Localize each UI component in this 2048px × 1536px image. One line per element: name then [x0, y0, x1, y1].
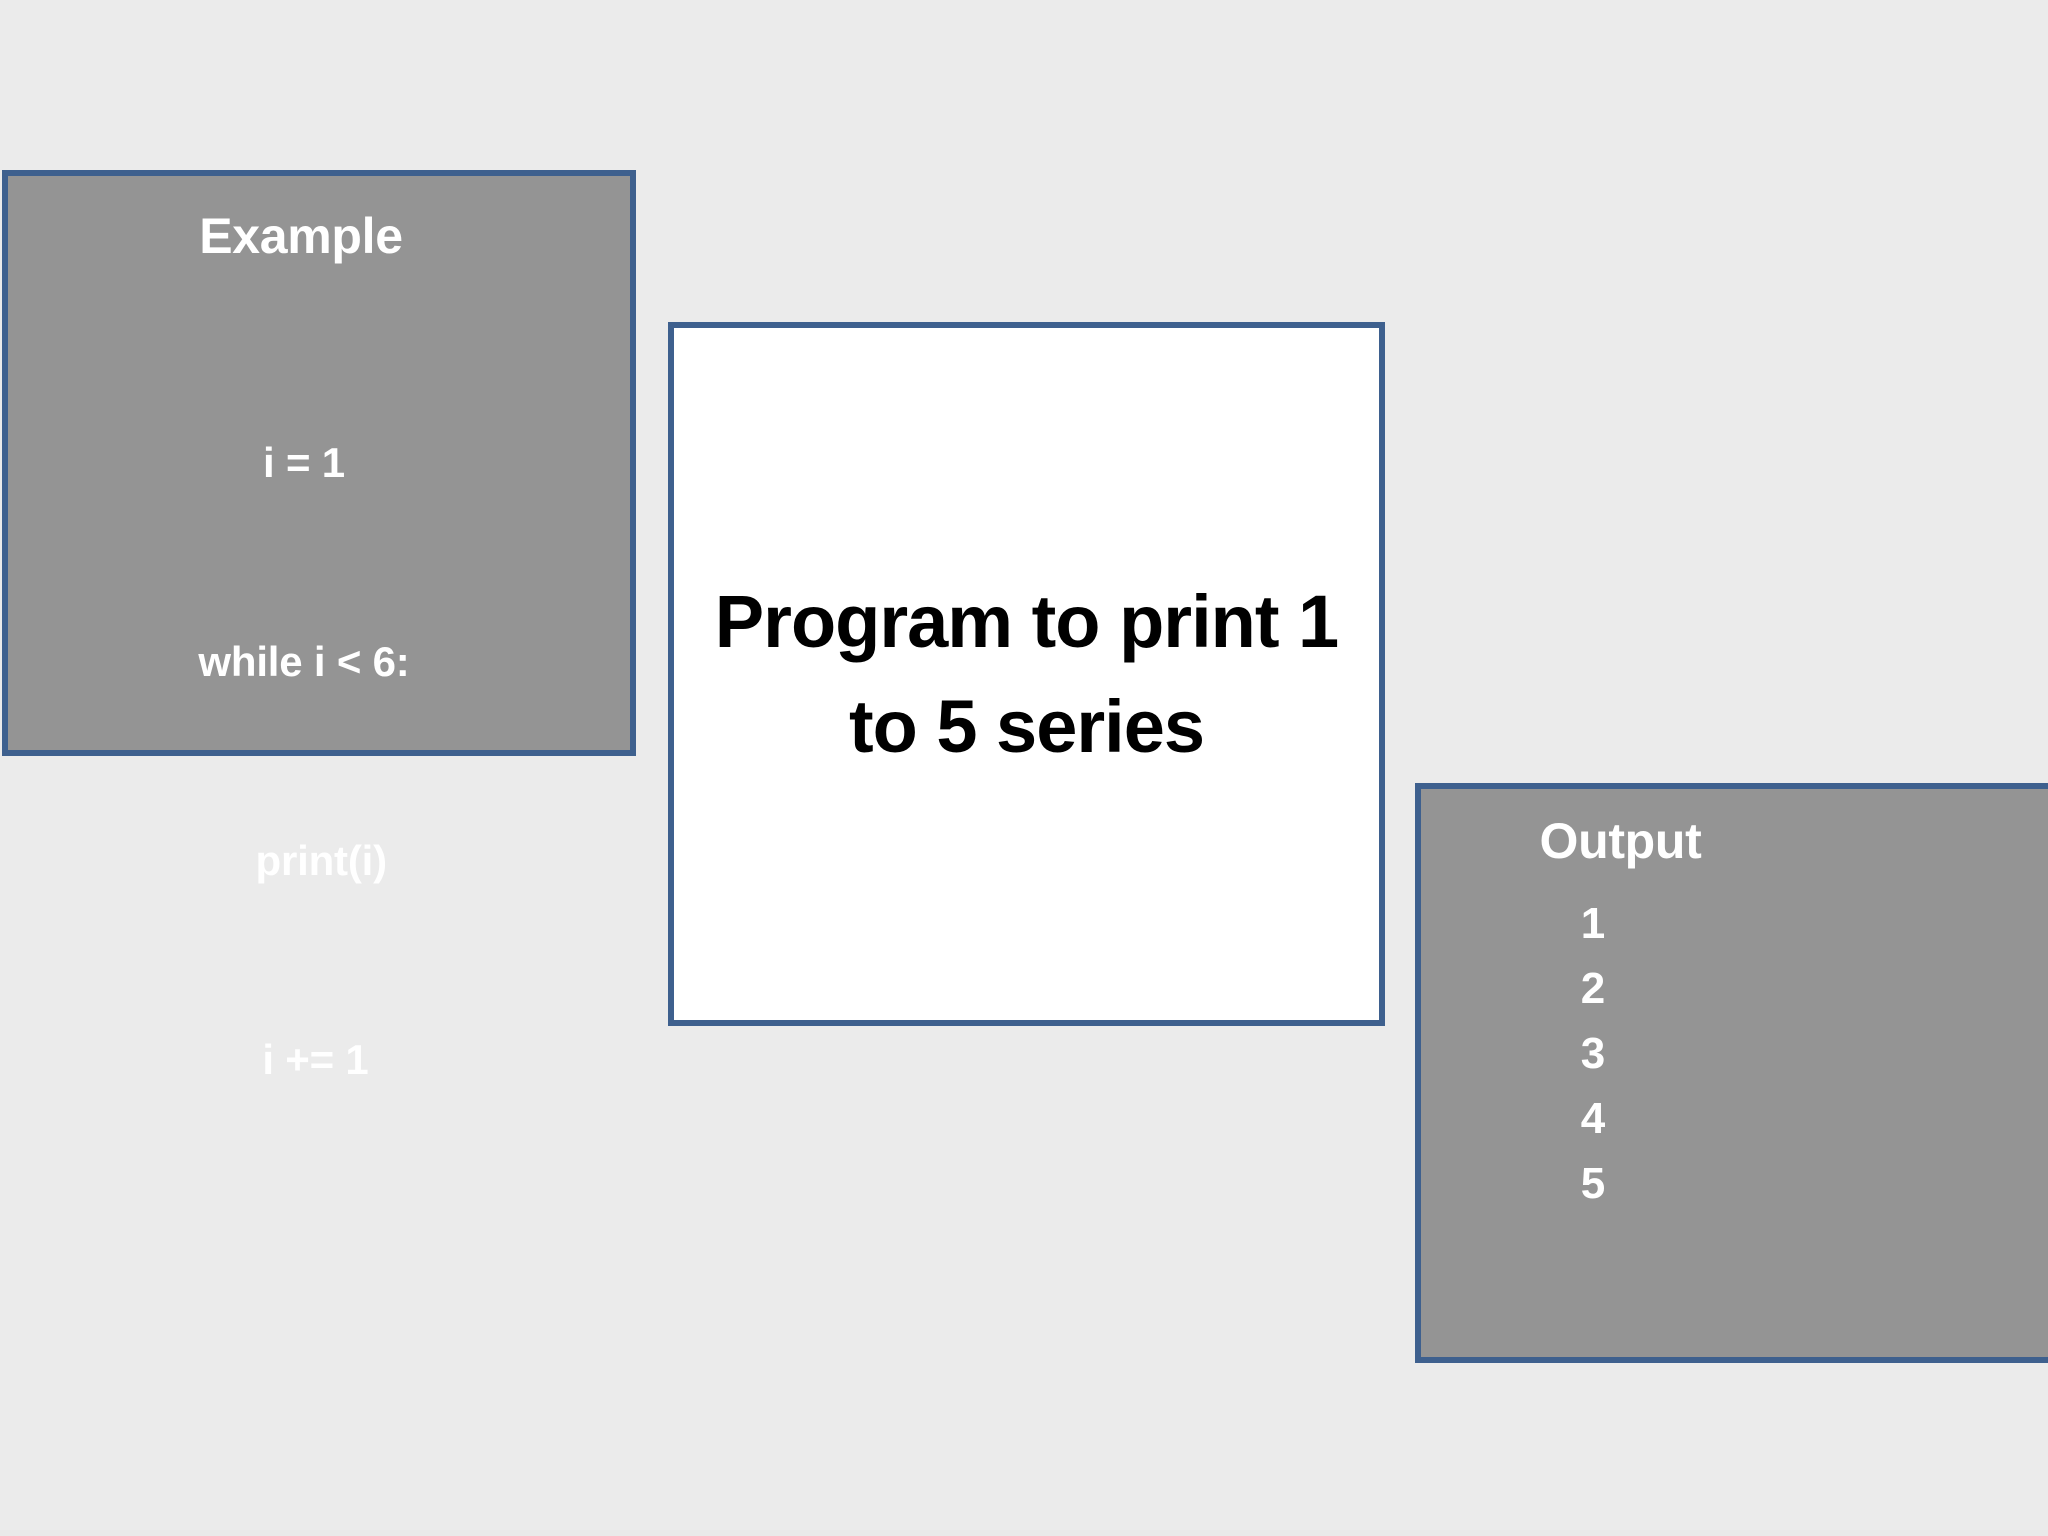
- example-code-block: i = 1 while i < 6: print(i) i += 1: [8, 298, 630, 1227]
- bottom-edge-sliver: [0, 1530, 2048, 1536]
- code-line: print(i): [221, 837, 388, 885]
- output-panel-title: Output: [1539, 813, 1702, 869]
- code-line: i = 1: [263, 439, 345, 487]
- output-value: 3: [1580, 1028, 1606, 1078]
- output-panel[interactable]: Output 1 2 3 4 5: [1415, 783, 2048, 1363]
- output-value: 4: [1580, 1093, 1606, 1143]
- output-value: 5: [1580, 1158, 1606, 1208]
- program-panel[interactable]: Program to print 1 to 5 series: [668, 322, 1385, 1026]
- output-value: 1: [1580, 898, 1606, 948]
- example-panel[interactable]: Example i = 1 while i < 6: print(i) i +=…: [2, 170, 636, 1083]
- code-line: i += 1: [239, 1036, 369, 1084]
- program-panel-text: Program to print 1 to 5 series: [714, 579, 1339, 768]
- output-value: 2: [1580, 963, 1606, 1013]
- example-panel-title: Example: [199, 208, 403, 264]
- output-value-list: 1 2 3 4 5: [1421, 891, 2048, 1217]
- code-line: while i < 6:: [198, 638, 410, 686]
